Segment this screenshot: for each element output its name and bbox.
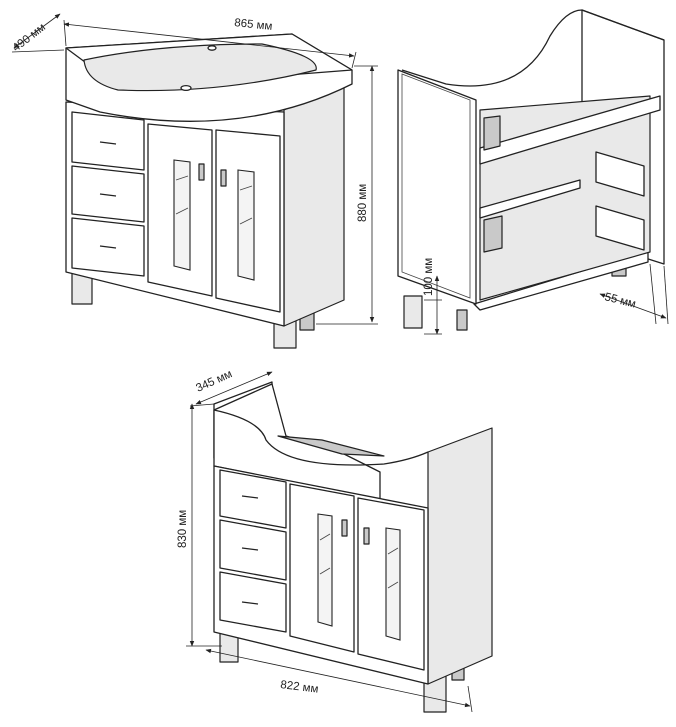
drawer-handle bbox=[99, 193, 117, 197]
view-sink-cabinet-front bbox=[11, 13, 378, 349]
cabinet-curved-edge bbox=[213, 409, 429, 466]
cabinet-inner-opening bbox=[277, 435, 385, 457]
extension-line bbox=[189, 403, 215, 407]
extension-line bbox=[63, 19, 67, 47]
door-glass-right bbox=[385, 527, 401, 641]
dim-line-345 bbox=[195, 371, 273, 405]
drawer-middle bbox=[71, 165, 145, 223]
extension-line bbox=[663, 265, 669, 325]
extension-line bbox=[351, 51, 357, 69]
drawer-handle bbox=[241, 495, 259, 499]
door-handle bbox=[198, 163, 205, 181]
foot bbox=[403, 295, 423, 329]
drain-hole bbox=[180, 84, 192, 92]
drawer-handle bbox=[241, 547, 259, 551]
drawer-handle bbox=[99, 245, 117, 249]
drawer-handle bbox=[241, 601, 259, 605]
dim-label-sink-depth: 490 мм bbox=[10, 21, 48, 54]
door-handle bbox=[363, 527, 370, 545]
cabinet-side-panel bbox=[427, 427, 493, 685]
drawer-opening bbox=[483, 115, 501, 151]
dim-line-865 bbox=[63, 22, 355, 58]
dim-label-cabinet-width: 822 мм bbox=[280, 679, 319, 696]
extension-line bbox=[649, 263, 657, 325]
dim-label-back-offset: 55 мм bbox=[603, 291, 637, 310]
door-glass-left bbox=[173, 159, 191, 271]
drawer-bottom bbox=[219, 571, 287, 633]
view-cabinet-frame-rear bbox=[397, 9, 669, 335]
frame-shelf bbox=[479, 179, 581, 219]
drawer-runner bbox=[595, 151, 645, 197]
dim-label-leg-height: 100 мм bbox=[423, 258, 435, 296]
drawer-handle bbox=[99, 141, 117, 145]
drawer-top bbox=[71, 111, 145, 171]
view-cabinet-front bbox=[186, 371, 493, 713]
dim-line-822 bbox=[205, 648, 471, 708]
tap-hole bbox=[207, 45, 217, 51]
drawer-top bbox=[219, 469, 287, 529]
frame-rail-top bbox=[479, 95, 661, 165]
dim-line-490 bbox=[13, 13, 61, 49]
cabinet-side-panel bbox=[283, 81, 345, 327]
door-glass-left bbox=[317, 513, 333, 627]
door-glass-right bbox=[237, 169, 255, 281]
frame-curved-top bbox=[401, 9, 665, 87]
dim-label-cabinet-height: 830 мм bbox=[177, 510, 189, 548]
extension-line bbox=[11, 49, 65, 53]
frame-side-left bbox=[397, 69, 477, 305]
door-handle bbox=[341, 519, 348, 537]
dim-label-sink-width: 865 мм bbox=[234, 17, 273, 33]
drawer-opening bbox=[483, 215, 503, 253]
door-handle bbox=[220, 169, 227, 187]
drawer-runner bbox=[595, 205, 645, 251]
extension-line bbox=[467, 685, 473, 713]
foot bbox=[456, 309, 468, 331]
dim-label-total-height: 880 мм bbox=[357, 184, 369, 222]
